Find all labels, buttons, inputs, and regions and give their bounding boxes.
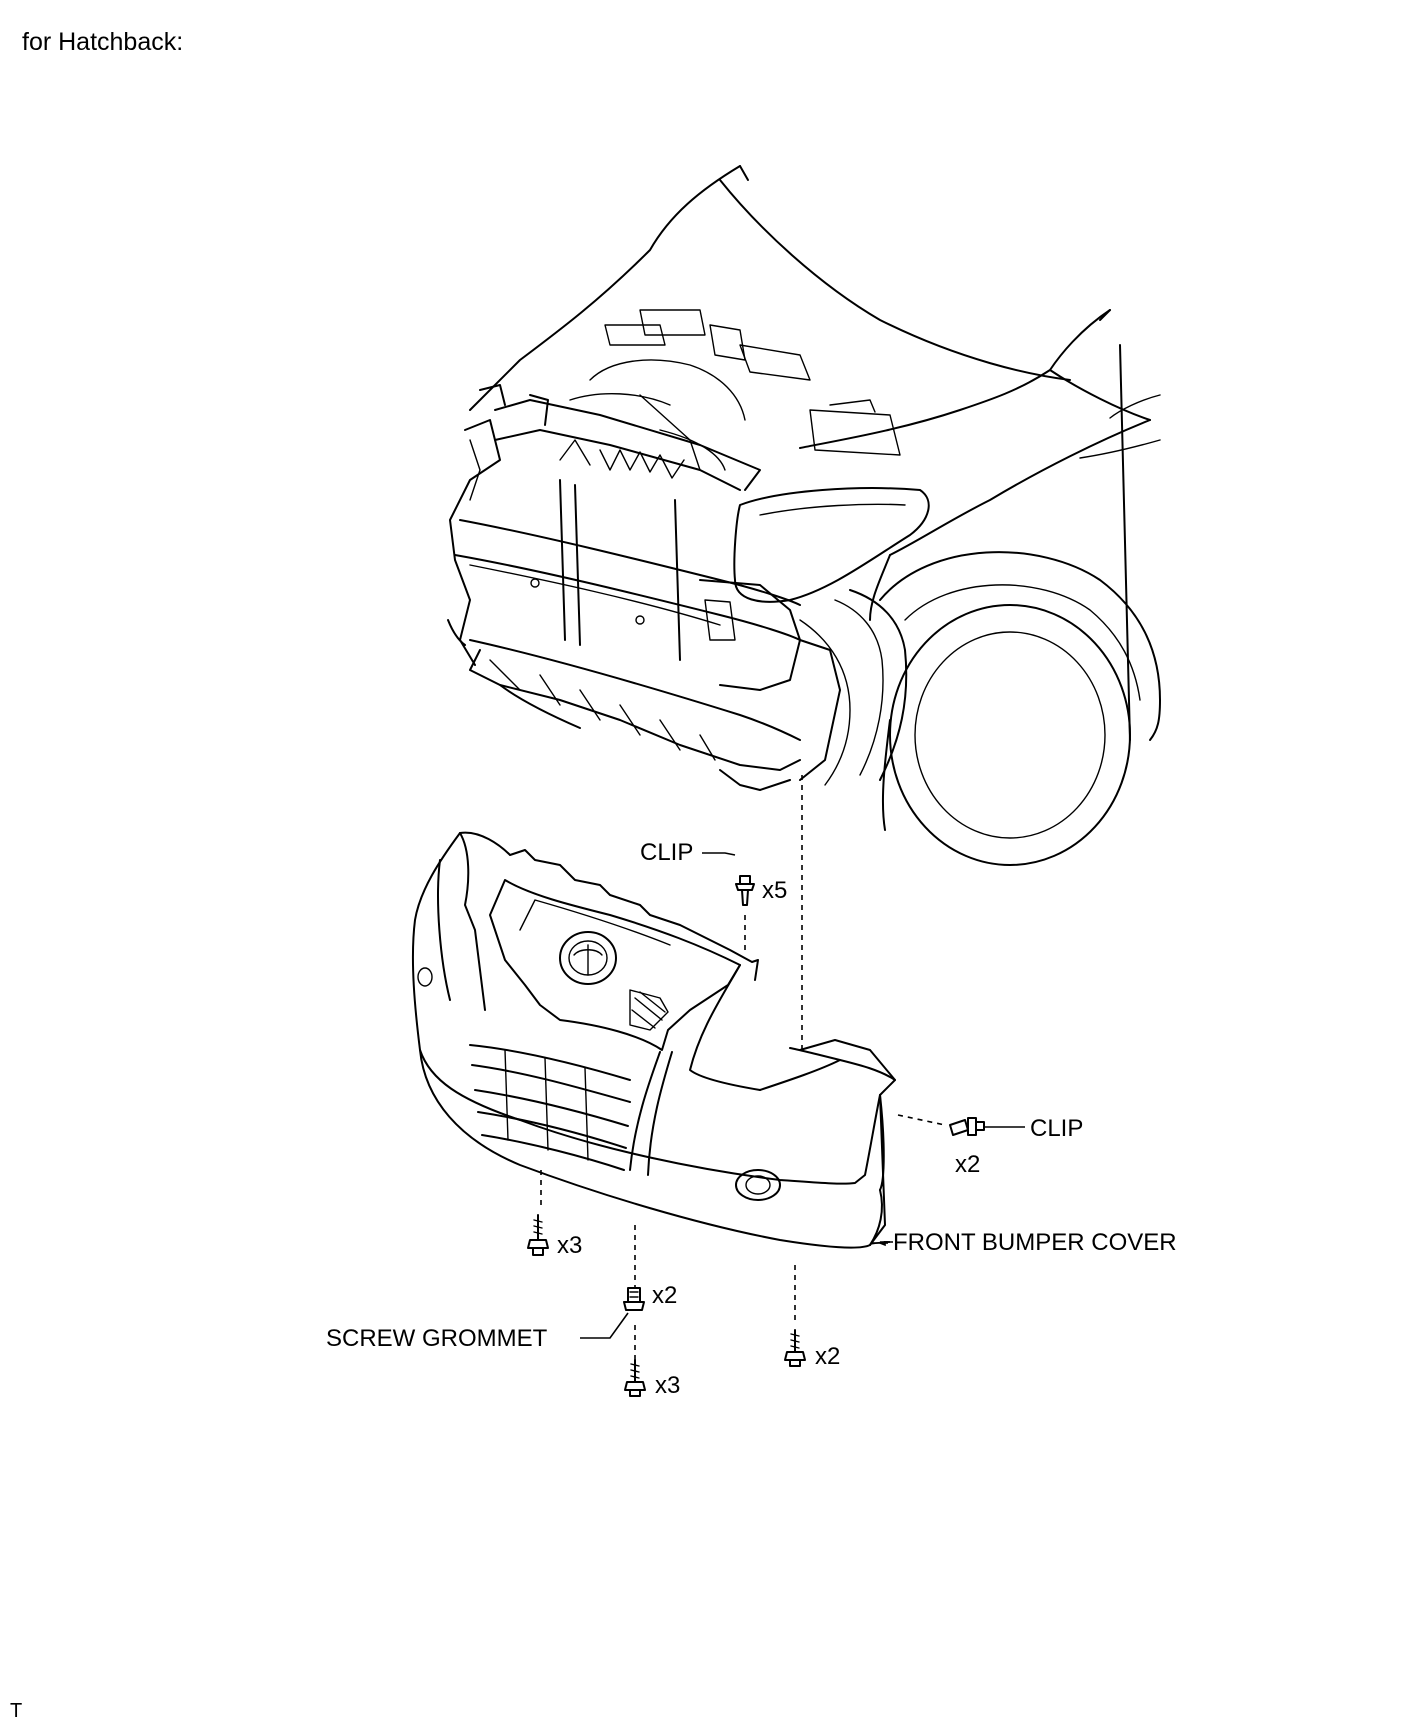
screw-grommet-label: SCREW GROMMET — [326, 1325, 548, 1352]
alignment-lines — [540, 775, 946, 1360]
screw-left-fastener — [527, 1214, 549, 1256]
screw-right-qty: x2 — [815, 1343, 840, 1370]
screw-grommet-fastener — [623, 1287, 645, 1311]
vehicle-front-body — [447, 165, 1161, 866]
clip-top-label: CLIP — [640, 839, 693, 866]
clip-right-qty: x2 — [955, 1151, 980, 1178]
page-footer-mark: T — [10, 1700, 23, 1722]
screw-grommet-leader — [580, 1312, 629, 1339]
clip-right-label: CLIP — [1030, 1115, 1083, 1142]
screw-center-qty: x3 — [655, 1372, 680, 1399]
clip-right-fastener — [949, 1117, 1025, 1136]
front-bumper-cover-part — [411, 831, 896, 1249]
clip-top-qty: x5 — [762, 877, 787, 904]
screw-center-fastener — [624, 1359, 646, 1397]
clip-top-fastener — [702, 852, 755, 906]
front-bumper-cover-label: FRONT BUMPER COVER — [893, 1229, 1177, 1256]
screw-right-fastener — [784, 1329, 806, 1367]
screw-grommet-qty: x2 — [652, 1282, 677, 1309]
screw-left-qty: x3 — [557, 1232, 582, 1259]
page-heading: for Hatchback: — [22, 28, 184, 56]
